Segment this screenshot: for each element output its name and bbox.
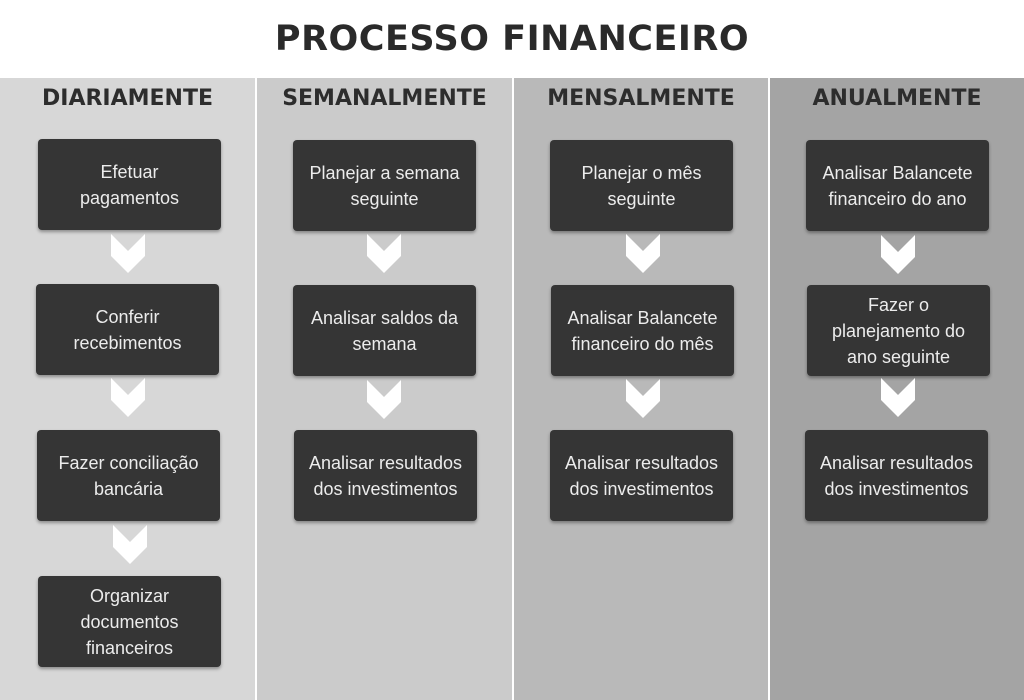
column-mensalmente: MENSALMENTE Planejar o mês seguinte Anal… — [514, 78, 768, 700]
column-header: SEMANALMENTE — [282, 86, 487, 111]
chevron-down-icon — [367, 380, 401, 419]
chevron-down-icon — [626, 379, 660, 418]
process-step-label: Organizar documentos financeiros — [80, 585, 179, 658]
process-step-label: Analisar resultados dos investimentos — [819, 452, 974, 499]
process-step: Analisar resultados dos investimentos — [550, 430, 733, 521]
chevron-down-icon — [367, 234, 401, 273]
process-step: Analisar Balancete financeiro do mês — [551, 285, 734, 376]
process-step: Fazer o planejamento do ano seguinte — [807, 285, 990, 376]
process-step: Organizar documentos financeiros — [38, 576, 221, 667]
column-header: DIARIAMENTE — [42, 86, 213, 111]
process-step: Planejar o mês seguinte — [550, 140, 733, 231]
process-step-label: Fazer conciliação bancária — [58, 452, 199, 499]
process-step-label: Analisar Balancete financeiro do ano — [822, 162, 973, 209]
process-step-label: Analisar resultados dos investimentos — [564, 452, 719, 499]
chevron-down-icon — [626, 234, 660, 273]
process-step-label: Conferir recebimentos — [73, 306, 182, 353]
column-diariamente: DIARIAMENTE Efetuar pagamentos Conferir … — [0, 78, 255, 700]
process-step: Conferir recebimentos — [36, 284, 219, 375]
process-step: Analisar saldos da semana — [293, 285, 476, 376]
chevron-down-icon — [881, 378, 915, 417]
process-step: Fazer conciliação bancária — [37, 430, 220, 521]
process-step-label: Analisar Balancete financeiro do mês — [567, 307, 718, 354]
column-semanalmente: SEMANALMENTE Planejar a semana seguinte … — [257, 78, 512, 700]
process-step: Efetuar pagamentos — [38, 139, 221, 230]
chevron-down-icon — [111, 378, 145, 417]
chevron-down-icon — [111, 234, 145, 273]
process-step-label: Fazer o planejamento do ano seguinte — [831, 294, 966, 367]
process-step: Analisar resultados dos investimentos — [294, 430, 477, 521]
process-step-label: Planejar o mês seguinte — [581, 162, 702, 209]
process-step-label: Analisar resultados dos investimentos — [308, 452, 463, 499]
chevron-down-icon — [113, 525, 147, 564]
process-step: Planejar a semana seguinte — [293, 140, 476, 231]
process-step-label: Efetuar pagamentos — [79, 161, 180, 208]
chevron-down-icon — [881, 235, 915, 274]
process-step-label: Planejar a semana seguinte — [309, 162, 460, 209]
column-anualmente: ANUALMENTE Analisar Balancete financeiro… — [770, 78, 1024, 700]
process-step: Analisar Balancete financeiro do ano — [806, 140, 989, 231]
column-header: MENSALMENTE — [547, 86, 735, 111]
column-header: ANUALMENTE — [812, 86, 982, 111]
process-step: Analisar resultados dos investimentos — [805, 430, 988, 521]
process-step-label: Analisar saldos da semana — [310, 307, 459, 354]
page-title: PROCESSO FINANCEIRO — [274, 19, 750, 59]
